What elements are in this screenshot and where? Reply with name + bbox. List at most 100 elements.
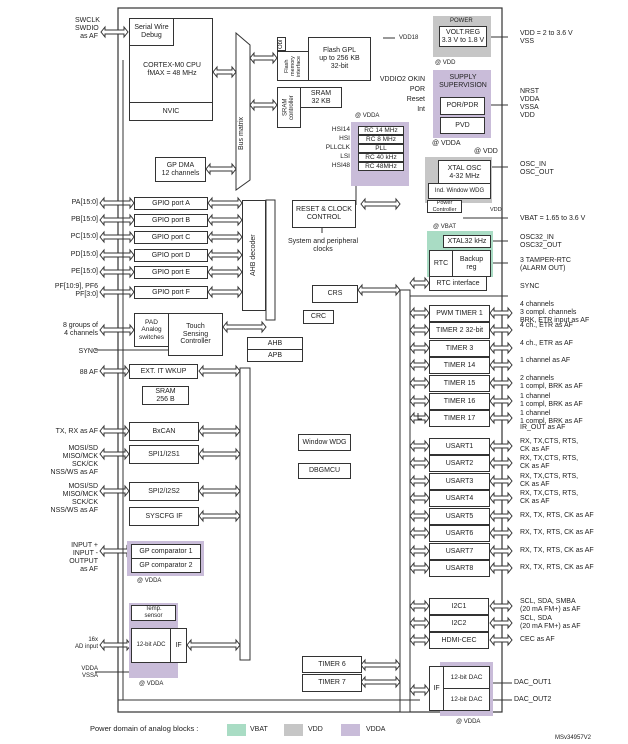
dac-1: 12-bit DAC (443, 666, 490, 689)
ext-it-wkup: EXT. IT WKUP (129, 364, 198, 379)
osc32-pins: OSC32_IN OSC32_OUT (520, 234, 562, 250)
exti-af-label: 88 AF (79, 369, 98, 376)
rtc: RTC (429, 250, 453, 277)
sram-controller: SRAM controller (277, 87, 301, 128)
syscfg-if: SYSCFG IF (129, 507, 199, 526)
usart-7: USART8 (429, 560, 490, 577)
clock-source-1: RC 8 MHz (358, 135, 404, 144)
bidirectional-arrow (198, 447, 241, 461)
voltage-regulator: VOLT.REG 3.3 V to 1.8 V (439, 26, 487, 47)
bidirectional-arrow (99, 230, 135, 244)
adc-at-vdda: @ VDDA (139, 681, 164, 687)
bidirectional-arrow (409, 411, 430, 425)
timer-1: TIMER 2 32-bit (429, 322, 490, 339)
apb-bus-right (399, 289, 411, 713)
bidirectional-arrow (207, 285, 243, 299)
apb-bridge: APB (247, 349, 303, 362)
pvd: PVD (440, 117, 485, 134)
vbat-pin: VBAT = 1.65 to 3.6 V (520, 215, 586, 222)
bidirectional-arrow (99, 447, 130, 461)
bidirectional-arrow (409, 509, 430, 523)
gpio-pins-0: PA[15:0] (71, 199, 98, 206)
bidirectional-arrow (249, 98, 278, 112)
bidirectional-arrow (99, 213, 135, 227)
dac-2: 12-bit DAC (443, 688, 490, 711)
bidirectional-arrow (489, 491, 513, 505)
power-controller: Power Controller (427, 200, 462, 213)
spi2-i2s2: SPI2/I2S2 (129, 482, 199, 501)
gpio-port-1: GPIO port B (134, 214, 208, 227)
bus-matrix-shape (235, 31, 251, 191)
legend-title: Power domain of analog blocks : (90, 724, 199, 733)
bidirectional-arrow (222, 320, 267, 334)
osc-pins: OSC_IN OSC_OUT (520, 161, 554, 177)
gpio-port-4: GPIO port E (134, 266, 208, 279)
pad-analog-switches: PAD Analog switches (134, 313, 169, 347)
bidirectional-arrow (99, 285, 135, 299)
por-out: POR (409, 86, 425, 93)
bidirectional-arrow (409, 456, 430, 470)
bidirectional-arrow (489, 306, 513, 320)
i2c-block-2: HDMI-CEC (429, 632, 489, 649)
usart-3: USART4 (429, 490, 490, 507)
vdd-small-label: VDD (490, 207, 502, 213)
xtal-osc: XTAL OSC 4-32 MHz (438, 160, 491, 185)
legend-swatch-vbat (227, 724, 246, 736)
timer-pins-2: 4 ch., ETR as AF (520, 340, 573, 347)
swd-pins: SWCLK SWDIO as AF (75, 17, 100, 41)
nrst-pins: NRST VDDA VSSA VDD (520, 88, 540, 120)
bidirectional-arrow (409, 341, 430, 355)
dac-if: IF (429, 666, 444, 711)
vdd18-label: VDD18 (399, 35, 419, 41)
usart-1: USART2 (429, 455, 490, 472)
bidirectional-arrow (99, 424, 130, 438)
supply-at-vdda: @ VDDA (432, 140, 461, 147)
usart-6: USART7 (429, 543, 490, 560)
gpio-port-2: GPIO port C (134, 231, 208, 244)
bidirectional-arrow (409, 561, 430, 575)
bidirectional-arrow (489, 376, 513, 390)
gpio-pins-4: PE[15:0] (71, 268, 98, 275)
spi2-pins: MOSI/SD MISO/MCK SCK/CK NSS/WS as AF (50, 483, 98, 515)
bidirectional-arrow (357, 283, 401, 297)
bidirectional-arrow (360, 197, 401, 211)
bidirectional-arrow (409, 394, 430, 408)
clock-name-0: HSI14 (331, 126, 350, 133)
crc: CRC (303, 310, 334, 324)
backup-registers: Backup reg (452, 250, 491, 277)
clock-source-2: PLL (358, 144, 404, 153)
timer-6: TIMER 6 (302, 656, 362, 673)
bidirectional-arrow (249, 51, 278, 65)
clock-name-3: LSI (340, 153, 350, 160)
bidirectional-arrow (99, 248, 135, 262)
bidirectional-arrow (207, 196, 243, 210)
bidirectional-arrow (489, 509, 513, 523)
usart-pins-0: RX, TX,CTS, RTS, CK as AF (520, 438, 579, 454)
supply-at-vdd: @ VDD (474, 148, 498, 155)
bidirectional-arrow (489, 526, 513, 540)
reset-out: Reset (406, 96, 425, 103)
timer-pins-3: 1 channel as AF (520, 357, 571, 364)
reset-clock-control: RESET & CLOCK CONTROL (292, 200, 356, 228)
gpio-port-3: GPIO port D (134, 249, 208, 262)
bus-matrix-label: Bus matrix (238, 116, 245, 150)
usart-0: USART1 (429, 438, 490, 455)
bidirectional-arrow (409, 526, 430, 540)
bidirectional-arrow (409, 616, 430, 630)
bidirectional-arrow (360, 675, 401, 689)
legend-swatch-vdd (284, 724, 303, 736)
adc-if: IF (170, 628, 187, 663)
bidirectional-arrow (409, 358, 430, 372)
clock-name-2: PLLCLK (325, 144, 350, 151)
timer-3: TIMER 14 (429, 357, 490, 374)
bidirectional-arrow (99, 638, 132, 652)
ahb-bus (265, 199, 276, 321)
flash-memory: Flash GPL up to 256 KB 32-bit (308, 37, 371, 81)
timer-5: TIMER 16 (429, 393, 490, 410)
chip-outline (117, 7, 503, 713)
crs: CRS (312, 285, 358, 303)
timer-pins-4: 2 channels 1 compl, BRK as AF (520, 375, 583, 391)
bidirectional-arrow (489, 616, 513, 630)
usart-5: USART6 (429, 525, 490, 542)
bidirectional-arrow (489, 323, 513, 337)
